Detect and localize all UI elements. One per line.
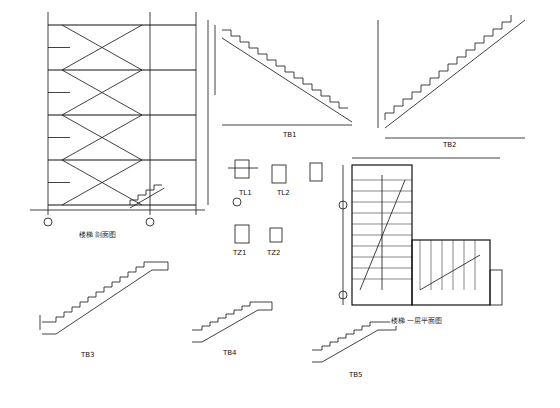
floor-slab — [48, 24, 196, 25]
tread — [475, 240, 476, 290]
dim-line — [385, 138, 525, 139]
stair-flights — [40, 15, 525, 362]
drawing-label: TL1 — [238, 190, 253, 198]
dim-line — [222, 125, 352, 126]
tread — [352, 279, 412, 280]
column — [490, 270, 502, 305]
tread — [352, 180, 412, 181]
drawing-label: 楼梯 一层平面图 — [390, 318, 443, 326]
drawing-label: TL2 — [276, 190, 291, 198]
tread — [352, 257, 412, 258]
dim-line — [215, 25, 216, 95]
stair-slab — [222, 38, 352, 122]
tread — [431, 240, 432, 290]
bent-flight — [192, 302, 272, 342]
stair-wall — [352, 165, 412, 305]
dim-line — [40, 315, 41, 330]
beam-section — [235, 160, 249, 178]
tread — [420, 240, 421, 290]
drawing-label: TB4 — [222, 350, 238, 358]
tread — [352, 213, 412, 214]
column-section — [235, 225, 249, 243]
dim-line — [30, 210, 205, 211]
floor-slab — [48, 159, 196, 160]
stair-steps — [222, 30, 348, 108]
drawing-label: TB2 — [442, 142, 458, 150]
stair-steps — [385, 15, 511, 120]
tread — [352, 235, 412, 236]
tread — [464, 240, 465, 290]
tread — [352, 246, 412, 247]
flight-line — [62, 25, 142, 70]
drawing-label: TZ1 — [232, 250, 248, 258]
axis-line — [48, 12, 49, 215]
cut-line — [420, 255, 480, 290]
floor-slab — [48, 114, 196, 115]
flight-line — [62, 115, 142, 160]
axis-bubble — [44, 218, 52, 226]
landing — [48, 47, 70, 48]
flight-line — [62, 160, 142, 205]
dim-line — [343, 165, 344, 305]
drawing-label: TB5 — [348, 372, 364, 380]
slab-line — [228, 168, 258, 169]
stair-wall — [412, 240, 490, 305]
flight-line — [62, 70, 142, 115]
stair-steps — [130, 185, 162, 205]
dim-line — [208, 20, 209, 205]
bent-flight — [42, 262, 168, 334]
flight-line — [62, 70, 142, 115]
axis-bubble — [146, 218, 154, 226]
column-section — [270, 228, 282, 242]
landing — [48, 137, 70, 138]
beam-section — [272, 165, 286, 183]
axis-line — [150, 12, 151, 215]
beam-section — [310, 163, 322, 181]
axis-bubble — [339, 291, 347, 299]
tread — [352, 268, 412, 269]
drawing-label: 楼梯 剖面图 — [78, 232, 117, 240]
tread — [352, 202, 412, 203]
axis-line — [196, 12, 197, 215]
flight-line — [62, 25, 142, 70]
flight-line — [62, 115, 142, 160]
drawing-label: TB1 — [282, 132, 298, 140]
detail-bubble — [233, 198, 241, 206]
tread — [442, 240, 443, 290]
stair-slab — [130, 188, 164, 208]
landing — [48, 92, 70, 93]
dim-line — [378, 20, 379, 128]
axis-bubble — [339, 201, 347, 209]
landing — [48, 182, 70, 183]
tread — [352, 191, 412, 192]
flight-line — [62, 160, 142, 205]
stair-slab — [385, 20, 525, 128]
bent-flight — [312, 322, 396, 362]
floor-slab — [48, 204, 196, 205]
drawing-label: TZ2 — [266, 250, 282, 258]
drawing-label: TB3 — [80, 352, 96, 360]
stair-well — [382, 175, 383, 290]
floor-slab — [48, 69, 196, 70]
tread — [453, 240, 454, 290]
dim-line — [352, 158, 500, 159]
tread — [352, 224, 412, 225]
